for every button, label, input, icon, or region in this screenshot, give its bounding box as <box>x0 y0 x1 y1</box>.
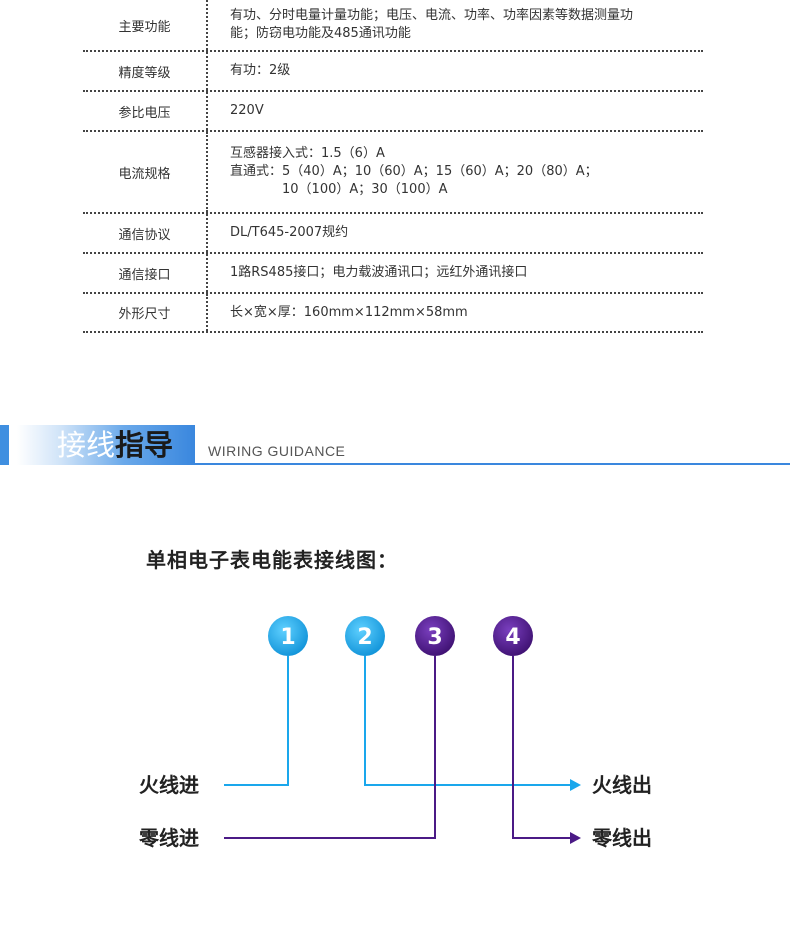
spec-key: 外形尺寸 <box>118 307 171 322</box>
spec-row-dimensions: 外形尺寸 长×宽×厚：160mm×112mm×58mm <box>83 294 703 333</box>
wire-neutral-in <box>224 656 436 839</box>
spec-row-accuracy: 精度等级 有功：2级 <box>83 52 703 92</box>
spec-key: 通信接口 <box>118 267 171 283</box>
spec-row-interface: 通信接口 1路RS485接口；电力载波通讯口；远红外通讯接口 <box>83 254 703 294</box>
spec-value: 220V <box>230 92 693 130</box>
spec-value: 1路RS485接口；电力载波通讯口；远红外通讯接口 <box>230 254 693 292</box>
label-neutral-in: 零线进 <box>139 826 199 850</box>
spec-value-line: 长×宽×厚：160mm×112mm×58mm <box>230 304 468 320</box>
spec-value: 长×宽×厚：160mm×112mm×58mm <box>230 294 693 331</box>
label-neutral-out: 零线出 <box>592 826 652 850</box>
spec-row-protocol: 通信协议 DL/T645-2007规约 <box>83 214 703 254</box>
column-divider <box>206 254 208 292</box>
spec-value: 互感器接入式：1.5（6）A 直通式：5（40）A；10（60）A；15（60）… <box>230 132 693 212</box>
terminal-3: 3 <box>415 616 455 656</box>
label-live-out: 火线出 <box>592 773 652 797</box>
spec-row-voltage: 参比电压 220V <box>83 92 703 132</box>
spec-value-line: 能；防窃电功能及485通讯功能 <box>230 26 411 41</box>
section-subtitle: WIRING GUIDANCE <box>208 443 346 459</box>
arrow-neutral-out <box>570 832 581 844</box>
spec-value-line: 10（100）A；30（100）A <box>230 182 448 197</box>
spec-value: DL/T645-2007规约 <box>230 214 693 252</box>
spec-value-line: DL/T645-2007规约 <box>230 225 349 240</box>
terminal-label: 4 <box>505 625 520 650</box>
spec-key: 主要功能 <box>118 19 171 35</box>
spec-key: 电流规格 <box>118 166 171 182</box>
wire-live-out <box>364 656 570 786</box>
spec-value-line: 1路RS485接口；电力载波通讯口；远红外通讯接口 <box>230 265 528 280</box>
spec-value-line: 220V <box>230 103 264 118</box>
diagram-title: 单相电子表电能表接线图： <box>146 548 398 572</box>
column-divider <box>206 92 208 130</box>
spec-key: 参比电压 <box>118 105 171 121</box>
section-title-light: 接线 <box>57 428 116 462</box>
column-divider <box>206 294 208 331</box>
terminal-label: 2 <box>357 625 372 650</box>
wire-neutral-out <box>512 656 570 839</box>
header-underline <box>195 463 790 465</box>
header-gradient-bar <box>17 425 195 465</box>
header-accent-bar <box>0 425 9 465</box>
column-divider <box>206 132 208 212</box>
column-divider <box>206 52 208 90</box>
spec-value-line: 有功：2级 <box>230 63 291 78</box>
spec-key: 通信协议 <box>118 227 171 243</box>
terminal-1: 1 <box>268 616 308 656</box>
spec-table: 主要功能 有功、分时电量计量功能；电压、电流、功率、功率因素等数据测量功 能；防… <box>83 0 703 333</box>
spec-row-current: 电流规格 互感器接入式：1.5（6）A 直通式：5（40）A；10（60）A；1… <box>83 132 703 214</box>
column-divider <box>206 214 208 252</box>
spec-value: 有功：2级 <box>230 52 693 90</box>
terminal-label: 1 <box>280 625 295 650</box>
section-title: 接线指导 <box>57 427 173 463</box>
spec-row-functions: 主要功能 有功、分时电量计量功能；电压、电流、功率、功率因素等数据测量功 能；防… <box>83 0 703 52</box>
label-live-in: 火线进 <box>139 773 199 797</box>
spec-value-line: 直通式：5（40）A；10（60）A；15（60）A；20（80）A； <box>230 164 598 179</box>
terminal-2: 2 <box>345 616 385 656</box>
spec-value-line: 有功、分时电量计量功能；电压、电流、功率、功率因素等数据测量功 <box>230 8 634 23</box>
column-divider <box>206 0 208 50</box>
arrow-live-out <box>570 779 581 791</box>
section-title-bold: 指导 <box>115 428 174 462</box>
spec-value: 有功、分时电量计量功能；电压、电流、功率、功率因素等数据测量功 能；防窃电功能及… <box>230 0 693 50</box>
spec-value-line: 互感器接入式：1.5（6）A <box>230 146 385 161</box>
terminal-4: 4 <box>493 616 533 656</box>
wire-live-in <box>224 656 289 786</box>
spec-key: 精度等级 <box>118 65 171 81</box>
terminal-label: 3 <box>427 625 442 650</box>
